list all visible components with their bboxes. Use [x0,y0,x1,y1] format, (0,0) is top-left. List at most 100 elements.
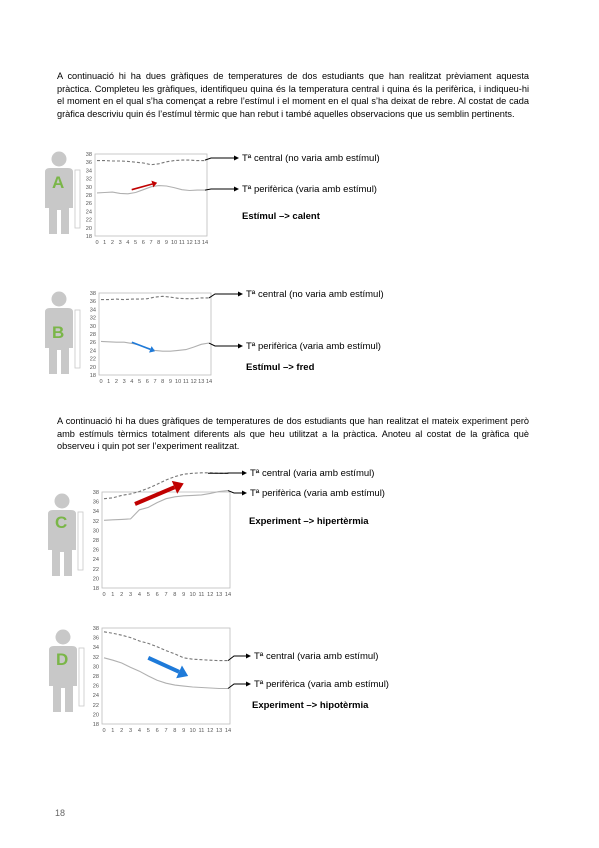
plot-frame [94,153,208,237]
person-silhouette-b: B [39,288,99,381]
person-silhouette-d: D [43,626,103,719]
x-tick-label: 2 [120,592,123,598]
central-temperature-line [103,631,228,662]
pointer-arrowhead [246,681,251,687]
y-tick-label: 24 [90,348,96,354]
x-tick-label: 5 [134,240,137,246]
figure-letter: B [52,323,65,342]
x-tick-label: 8 [173,592,176,598]
x-tick-label: 1 [111,728,114,734]
x-tick-label: 13 [194,240,200,246]
y-tick-label: 20 [90,365,96,371]
y-tick-label: 34 [93,509,99,515]
x-tick-label: 5 [147,592,150,598]
y-tick-label: 36 [93,500,99,506]
stimulus-arrow [131,341,151,351]
x-tick-label: 1 [107,379,110,385]
x-tick-label: 14 [225,728,231,734]
y-tick-label: 34 [93,645,99,651]
y-tick-label: 28 [86,193,92,199]
x-tick-label: 9 [182,592,185,598]
x-tick-label: 6 [146,379,149,385]
y-tick-label: 30 [93,528,99,534]
y-tick-label: 38 [93,626,99,632]
x-tick-label: 12 [207,592,213,598]
x-tick-label: 10 [189,728,195,734]
x-tick-label: 5 [147,728,150,734]
y-tick-label: 22 [86,218,92,224]
x-tick-label: 0 [102,592,105,598]
figure-letter: C [55,513,68,532]
x-tick-label: 11 [183,379,189,385]
x-tick-label: 7 [164,728,167,734]
x-tick-label: 2 [111,240,114,246]
y-tick-label: 18 [93,722,99,728]
x-tick-label: 9 [182,728,185,734]
y-tick-label: 20 [93,576,99,582]
peripheral-label-a: Tª perifèrica (varia amb estímul) [242,184,377,195]
y-tick-label: 30 [90,324,96,330]
x-tick-label: 11 [199,592,205,598]
person-silhouette-a: A [39,148,99,241]
person-icon [48,493,84,576]
pointer-arrowhead [242,490,247,496]
x-tick-label: 11 [179,240,185,246]
x-tick-label: 0 [95,240,98,246]
stimulus-label-a: Estímul –> calent [242,211,320,222]
x-tick-label: 10 [175,379,181,385]
x-tick-label: 10 [189,592,195,598]
x-tick-label: 0 [102,728,105,734]
central-temperature-line [103,472,228,500]
x-tick-label: 7 [149,240,152,246]
y-tick-label: 36 [86,160,92,166]
figure-letter: D [56,650,69,669]
stimulus-label-b: Estímul –> fred [246,362,315,373]
x-tick-label: 8 [161,379,164,385]
y-tick-label: 22 [93,567,99,573]
y-tick-label: 22 [93,703,99,709]
x-tick-label: 7 [153,379,156,385]
person-icon [49,629,85,712]
y-tick-label: 32 [93,655,99,661]
y-tick-label: 36 [93,636,99,642]
pointer-arrowhead [234,186,239,192]
y-tick-label: 28 [90,332,96,338]
plot-frame [101,491,231,589]
y-tick-label: 26 [86,201,92,207]
stimulus-arrowhead [151,180,158,188]
central-label-a: Tª central (no varia amb estímul) [242,153,380,164]
pointer-arrowhead [234,155,239,161]
stimulus-arrowhead [176,665,189,679]
y-tick-label: 30 [86,185,92,191]
y-tick-label: 26 [93,548,99,554]
y-tick-label: 20 [93,712,99,718]
x-tick-label: 5 [138,379,141,385]
stimulus-label-c: Experiment –> hipertèrmia [249,516,369,527]
peripheral-temperature-line [96,185,205,195]
x-tick-label: 9 [165,240,168,246]
x-tick-label: 8 [157,240,160,246]
y-tick-label: 18 [93,586,99,592]
central-temperature-line [101,295,209,301]
y-tick-label: 32 [86,177,92,183]
x-tick-label: 4 [138,592,141,598]
person-silhouette-c: C [42,490,102,583]
x-tick-label: 14 [225,592,231,598]
x-tick-label: 8 [173,728,176,734]
y-tick-label: 30 [93,664,99,670]
x-tick-label: 3 [123,379,126,385]
figure-letter: A [52,173,65,192]
x-tick-label: 2 [120,728,123,734]
y-tick-label: 34 [86,168,92,174]
stimulus-arrowhead [171,480,184,494]
stimulus-arrow [147,655,180,674]
x-tick-label: 3 [119,240,122,246]
pointer-arrowhead [238,343,243,349]
x-tick-label: 6 [142,240,145,246]
